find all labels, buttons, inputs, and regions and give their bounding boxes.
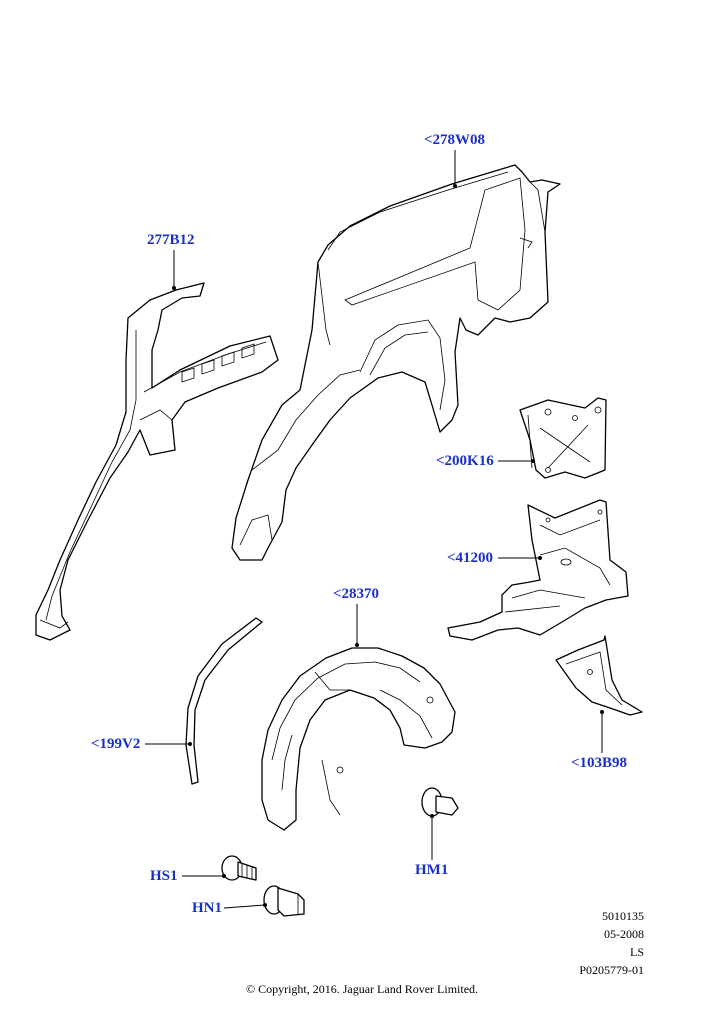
copyright-text: © Copyright, 2016. Jaguar Land Rover Lim… — [245, 982, 479, 996]
label-199V2[interactable]: <199V2 — [91, 736, 141, 752]
leader-dot-HM1 — [430, 814, 434, 818]
clip-part[interactable] — [421, 787, 459, 817]
label-277B12[interactable]: 277B12 — [147, 232, 195, 248]
nut-part[interactable] — [263, 885, 305, 917]
pillar-reinforcement-part[interactable] — [35, 282, 279, 641]
moulding-strip-part[interactable] — [185, 617, 263, 785]
label-HS1[interactable]: HS1 — [150, 868, 178, 884]
leader-dot-HN1 — [263, 903, 267, 907]
bracket-part[interactable] — [519, 397, 607, 479]
meta-line-4: P0205779-01 — [579, 963, 644, 977]
rail-assembly-part[interactable] — [447, 499, 629, 641]
small-bracket-part[interactable] — [555, 635, 643, 716]
label-28370[interactable]: <28370 — [333, 586, 380, 602]
leader-dot-278W08 — [453, 184, 457, 188]
leader-dot-200K16 — [531, 459, 535, 463]
wheel-arch-liner-part[interactable] — [261, 647, 456, 831]
screw-part[interactable] — [221, 855, 257, 881]
leader-dot-103B98 — [600, 710, 604, 714]
label-200K16[interactable]: <200K16 — [436, 453, 494, 469]
meta-line-2: 05-2008 — [604, 927, 644, 941]
label-HN1[interactable]: HN1 — [192, 900, 222, 916]
label-HM1[interactable]: HM1 — [415, 862, 449, 878]
leader-lines — [145, 150, 604, 909]
meta-line-1: 5010135 — [602, 909, 644, 923]
meta-line-3: LS — [629, 945, 644, 959]
leader-dot-28370 — [355, 643, 359, 647]
leader-dot-277B12 — [172, 286, 176, 290]
leader-dot-41200 — [538, 556, 542, 560]
leader-dot-HS1 — [222, 874, 226, 878]
label-278W08[interactable]: <278W08 — [424, 132, 486, 148]
leader-HN1 — [223, 904, 266, 909]
label-41200[interactable]: <41200 — [447, 550, 494, 566]
body-side-panel-part[interactable] — [231, 164, 561, 561]
label-103B98[interactable]: <103B98 — [571, 755, 628, 771]
leader-dot-199V2 — [188, 742, 192, 746]
